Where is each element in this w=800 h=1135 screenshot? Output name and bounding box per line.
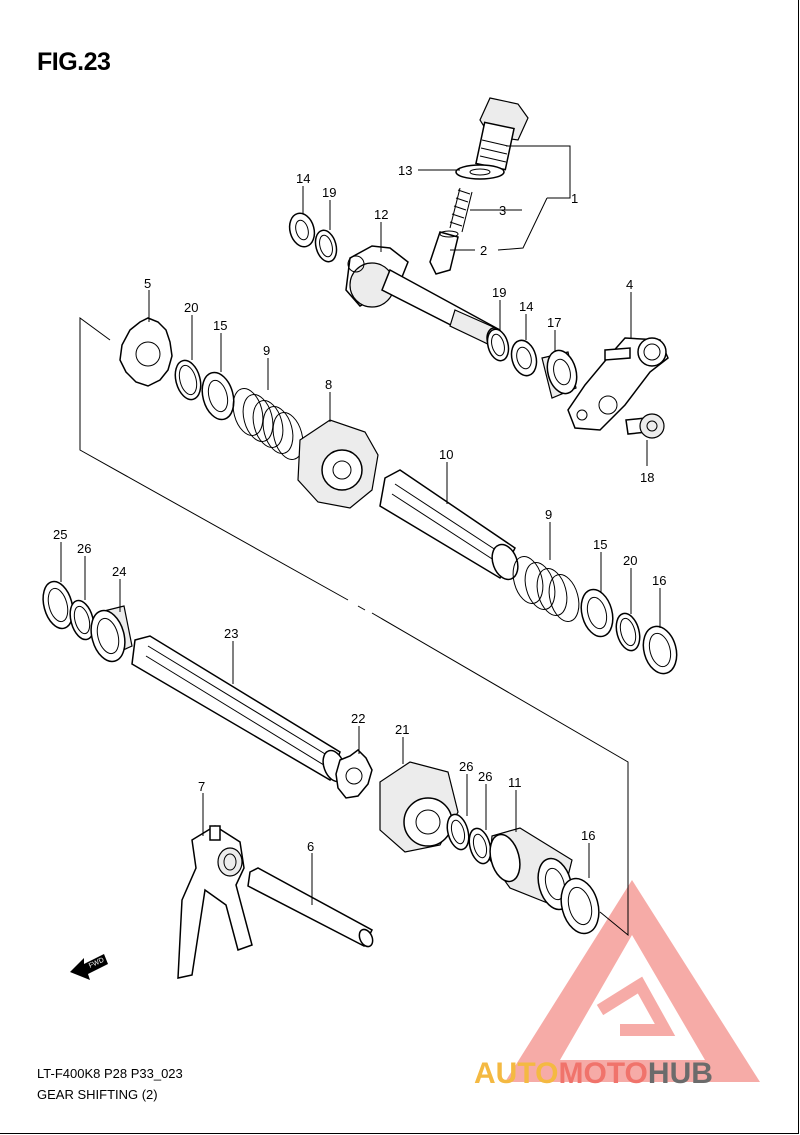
part-cam-8 (297, 419, 379, 509)
callout-16-upper: 16 (652, 573, 666, 588)
part-washer-14-lower (510, 339, 538, 377)
callout-24: 24 (112, 564, 126, 579)
callout-20-lower: 20 (623, 553, 637, 568)
section-name: GEAR SHIFTING (2) (37, 1087, 158, 1102)
callout-20-upper: 20 (184, 300, 198, 315)
part-circlip-19-upper (314, 229, 338, 263)
callout-26-right: 26 (478, 769, 492, 784)
callout-21: 21 (395, 722, 409, 737)
callout-25: 25 (53, 527, 67, 542)
part-shaft-10 (379, 469, 519, 581)
callout-7: 7 (198, 779, 205, 794)
fwd-arrow-icon: FWD (70, 954, 108, 980)
part-bushing-24 (90, 605, 133, 663)
callout-1: 1 (571, 191, 578, 206)
part-spring-9-upper (232, 388, 304, 460)
part-drum-21 (379, 761, 459, 853)
watermark-moto: MOTO (558, 1057, 647, 1090)
part-circlip-20-lower (615, 612, 641, 652)
watermark-auto: AUTO (474, 1057, 558, 1090)
callout-14-upper: 14 (296, 171, 310, 186)
callout-15-lower: 15 (593, 537, 607, 552)
callout-11: 11 (508, 775, 522, 790)
part-shift-shaft-12 (345, 245, 502, 349)
part-washer-14-upper (288, 212, 316, 248)
part-bearing-17 (541, 349, 578, 399)
callout-8: 8 (325, 377, 332, 392)
model-code: LT-F400K8 P28 P33_023 (37, 1066, 183, 1081)
callout-9-upper: 9 (263, 343, 270, 358)
part-circlip-19-lower (486, 328, 510, 362)
callout-14-lower: 14 (519, 299, 533, 314)
callout-19-lower: 19 (492, 285, 506, 300)
part-washer-16-lower (560, 877, 600, 935)
part-circlip-26-left (69, 599, 95, 641)
callout-4: 4 (626, 277, 633, 292)
callout-16-lower: 16 (581, 828, 595, 843)
part-spring-3 (449, 187, 473, 233)
callout-22: 22 (351, 711, 365, 726)
callout-labels: 1 2 3 4 5 6 7 8 9 9 10 11 12 13 14 14 15… (53, 163, 666, 854)
callout-6: 6 (307, 839, 314, 854)
part-spring-9-lower (512, 556, 580, 622)
part-washer-16-upper (642, 625, 678, 675)
part-shift-arm-4 (567, 337, 669, 431)
callout-12: 12 (374, 207, 388, 222)
part-stopper-22 (335, 749, 373, 799)
part-circlip-26-right (468, 827, 492, 865)
callout-2: 2 (480, 243, 487, 258)
watermark-text: AUTOMOTOHUB (474, 1057, 713, 1090)
watermark-logo (505, 880, 760, 1082)
figure-title: FIG.23 (37, 48, 111, 76)
part-shift-fork-7 (177, 825, 253, 979)
callout-26-mid: 26 (459, 759, 473, 774)
part-shaft-23 (131, 635, 346, 783)
callout-15-upper: 15 (213, 318, 227, 333)
callout-5: 5 (144, 276, 151, 291)
callout-23: 23 (224, 626, 238, 641)
part-washer-15-upper (201, 371, 235, 421)
part-pin-2 (429, 230, 459, 275)
part-circlip-20-upper (174, 359, 202, 401)
callout-17: 17 (547, 315, 561, 330)
assembly-guide-lines (79, 317, 629, 937)
callout-9-lower: 9 (545, 507, 552, 522)
callout-18: 18 (640, 470, 654, 485)
callout-10: 10 (439, 447, 453, 462)
callout-26-left: 26 (77, 541, 91, 556)
part-circlip-26-mid (446, 813, 470, 851)
part-washer-15-lower (580, 588, 614, 638)
part-bolt-1 (475, 97, 529, 171)
callout-3: 3 (499, 203, 506, 218)
part-washer-13 (455, 164, 505, 180)
callout-13: 13 (398, 163, 412, 178)
part-bearing-11 (489, 827, 573, 911)
part-bolt-18 (625, 413, 665, 439)
part-rod-6 (247, 867, 374, 948)
watermark-hub: HUB (648, 1057, 713, 1090)
part-gear-5 (119, 317, 173, 387)
leader-lines (60, 145, 661, 905)
part-washer-25 (42, 580, 74, 630)
callout-19-upper: 19 (322, 185, 336, 200)
